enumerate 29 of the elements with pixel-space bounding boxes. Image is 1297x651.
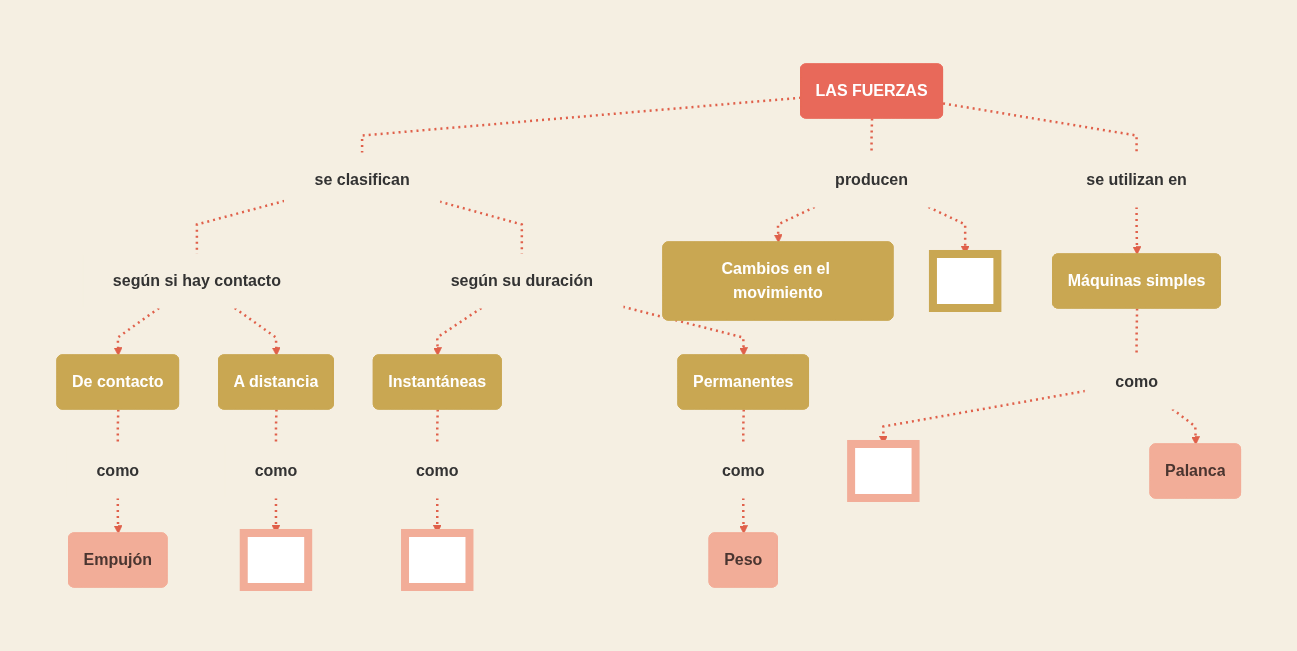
node-box: [239, 529, 312, 591]
arrow: [738, 498, 748, 534]
node-text: se clasifican: [314, 171, 410, 188]
connector: [435, 409, 439, 444]
node-text: como: [721, 461, 765, 479]
connector: [116, 409, 120, 444]
arrow: [1132, 207, 1142, 255]
node-text: como: [415, 461, 459, 479]
node-box: [928, 250, 1002, 312]
node-box: [846, 440, 920, 502]
connector: [942, 102, 1138, 153]
node-text: como: [1114, 372, 1158, 390]
connector: [274, 409, 278, 444]
connector: [741, 409, 745, 444]
node-text: según su duración: [450, 271, 593, 289]
arrow: [113, 306, 160, 356]
node-text: como: [96, 461, 139, 479]
connector: [870, 118, 874, 153]
node-text: se utilizan en: [1086, 171, 1187, 188]
node-text: como: [254, 461, 298, 479]
node-text: producen: [834, 171, 908, 188]
node-text: según si hay contacto: [112, 271, 281, 289]
arrow: [233, 306, 281, 356]
arrow: [432, 306, 482, 356]
arrow: [113, 498, 123, 534]
node-box: [400, 529, 474, 591]
arrow: [1171, 408, 1200, 445]
connector: [1135, 308, 1139, 355]
arrow: [622, 305, 748, 356]
